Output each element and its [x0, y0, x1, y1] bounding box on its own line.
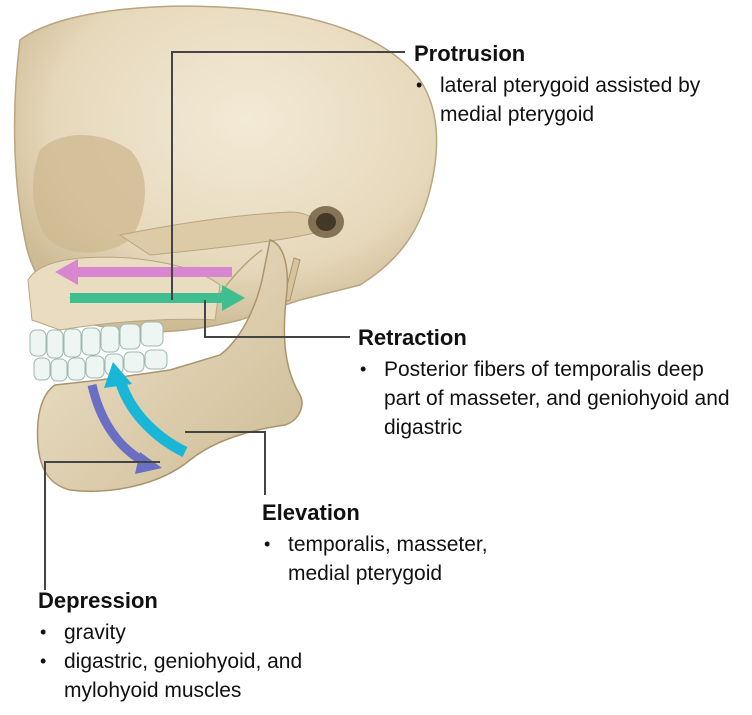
upper-teeth — [29, 321, 164, 359]
elevation-bullet-text: temporalis, masseter, medial pterygoid — [288, 533, 488, 585]
list-item: •Posterior fibers of temporalis deep par… — [360, 358, 730, 439]
protrusion-leader — [171, 51, 405, 300]
elevation-bullets: •temporalis, masseter, medial pterygoid — [262, 530, 542, 588]
list-item: •temporalis, masseter, medial pterygoid — [264, 533, 488, 585]
list-item: •lateral pterygoid assisted by medial pt… — [416, 74, 701, 126]
depression-bullet-text-2: digastric, geniohyoid, and mylohyoid mus… — [64, 650, 303, 702]
mandible — [36, 239, 303, 492]
depression-bullet-text-1: gravity — [64, 621, 126, 644]
depression-leader — [44, 461, 160, 590]
retraction-bullets: •Posterior fibers of temporalis deep par… — [358, 355, 738, 442]
depression-label: Depression •gravity •digastric, geniohyo… — [38, 588, 378, 705]
elevation-arrow — [104, 362, 188, 457]
retraction-title: Retraction — [358, 325, 467, 350]
orbit — [33, 135, 145, 253]
elevation-leader — [185, 431, 266, 495]
retraction-arrow — [70, 285, 245, 311]
retraction-label: Retraction •Posterior fibers of temporal… — [358, 325, 738, 442]
protrusion-bullets: •lateral pterygoid assisted by medial pt… — [414, 71, 744, 129]
lower-teeth — [33, 349, 168, 382]
elevation-title: Elevation — [262, 500, 360, 525]
leader-lines — [44, 51, 405, 590]
retraction-leader — [204, 300, 350, 338]
cranium — [13, 5, 438, 333]
protrusion-title: Protrusion — [414, 41, 526, 66]
protrusion-label: Protrusion •lateral pterygoid assisted b… — [414, 41, 744, 129]
protrusion-arrow — [55, 259, 232, 285]
list-item: •gravity — [40, 621, 126, 644]
list-item: •digastric, geniohyoid, and mylohyoid mu… — [40, 650, 303, 702]
depression-bullets: •gravity •digastric, geniohyoid, and myl… — [38, 618, 378, 705]
retraction-bullet-text: Posterior fibers of temporalis deep part… — [384, 358, 730, 439]
elevation-label: Elevation •temporalis, masseter, medial … — [262, 500, 542, 588]
depression-title: Depression — [38, 588, 158, 613]
protrusion-bullet-text: lateral pterygoid assisted by medial pte… — [440, 74, 701, 126]
